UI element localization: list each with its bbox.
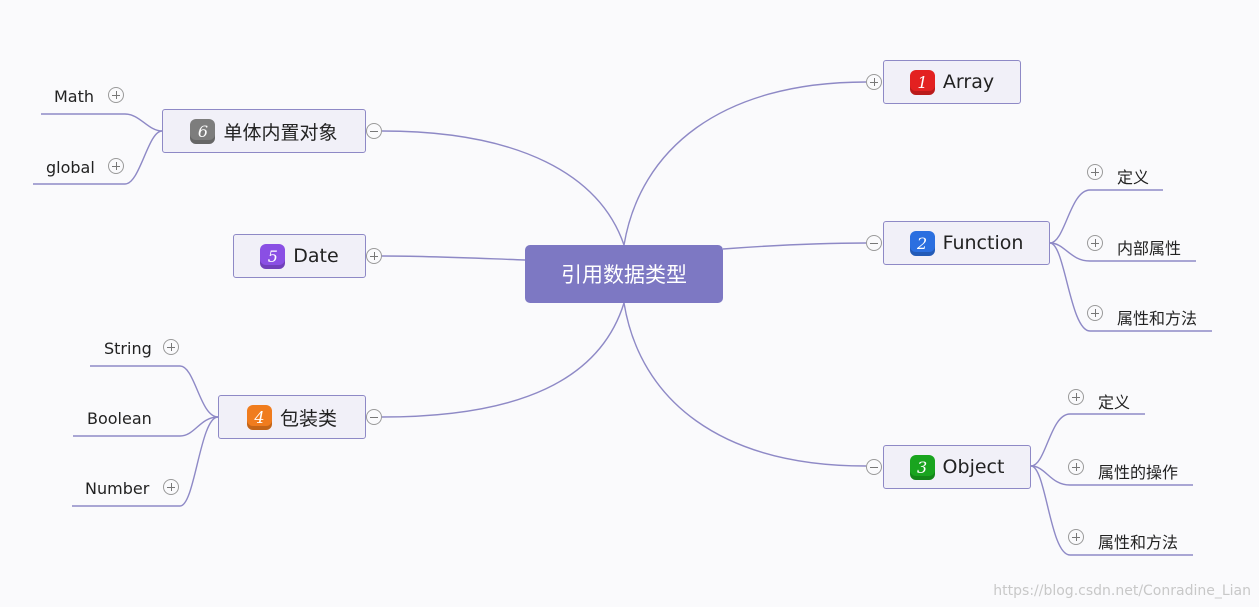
topic-wrapper[interactable]: 4 包装类: [218, 395, 366, 439]
topic-singleton[interactable]: 6 单体内置对象: [162, 109, 366, 153]
subtopic-function-definition[interactable]: 定义: [1117, 168, 1150, 187]
topic-label: Date: [293, 245, 339, 267]
topic-array[interactable]: 1 Array: [883, 60, 1021, 104]
connector-function: [722, 242, 867, 250]
topic-label: Function: [942, 232, 1024, 254]
expand-icon[interactable]: [163, 479, 179, 495]
expand-icon[interactable]: [1068, 389, 1084, 405]
topic-label: 单体内置对象: [223, 121, 338, 144]
subtopic-function-props-methods[interactable]: 属性和方法: [1117, 309, 1198, 328]
topic-label: Object: [942, 456, 1005, 478]
subtopic-global[interactable]: global: [46, 158, 95, 177]
watermark: https://blog.csdn.net/Conradine_Lian: [993, 583, 1251, 599]
connector-wrapper-child-3: [72, 416, 219, 507]
priority-4-icon: 4: [246, 404, 272, 430]
subtopic-string[interactable]: String: [104, 339, 152, 358]
subtopic-number[interactable]: Number: [85, 479, 150, 498]
priority-2-icon: 2: [909, 230, 935, 256]
expand-icon[interactable]: [1087, 164, 1103, 180]
collapse-icon[interactable]: [366, 123, 382, 139]
collapse-icon[interactable]: [866, 235, 882, 251]
connector-function-child-2: [1049, 242, 1196, 262]
subtopic-object-definition[interactable]: 定义: [1098, 393, 1131, 412]
topic-object[interactable]: 3 Object: [883, 445, 1031, 489]
connector-wrapper-child-1: [90, 365, 219, 418]
expand-icon[interactable]: [108, 158, 124, 174]
priority-6-icon: 6: [190, 118, 216, 144]
priority-5-icon: 5: [260, 243, 286, 269]
expand-icon[interactable]: [1087, 305, 1103, 321]
subtopic-function-internal-props[interactable]: 内部属性: [1117, 239, 1182, 258]
connector-date: [381, 255, 526, 261]
expand-icon[interactable]: [866, 74, 882, 90]
priority-3-icon: 3: [909, 454, 935, 480]
connector-object-child-3: [1030, 465, 1193, 556]
expand-icon[interactable]: [1068, 529, 1084, 545]
connector-singleton: [381, 130, 625, 246]
topic-label: Array: [942, 71, 995, 93]
expand-icon[interactable]: [366, 248, 382, 264]
expand-icon[interactable]: [108, 87, 124, 103]
center-topic[interactable]: 引用数据类型: [525, 245, 723, 303]
topic-function[interactable]: 2 Function: [883, 221, 1050, 265]
connector-object-child-2: [1030, 465, 1193, 486]
topic-label: 包装类: [279, 407, 337, 430]
subtopic-math[interactable]: Math: [54, 87, 95, 106]
connector-function-child-1: [1049, 189, 1163, 244]
connector-singleton-child-2: [33, 130, 163, 185]
collapse-icon[interactable]: [866, 459, 882, 475]
connector-array: [623, 81, 867, 246]
connector-singleton-child-1: [41, 113, 163, 132]
expand-icon[interactable]: [1068, 459, 1084, 475]
center-topic-label: 引用数据类型: [561, 263, 687, 287]
expand-icon[interactable]: [163, 339, 179, 355]
subtopic-object-prop-ops[interactable]: 属性的操作: [1098, 463, 1179, 482]
subtopic-object-props-methods[interactable]: 属性和方法: [1098, 533, 1179, 552]
connector-function-child-3: [1049, 242, 1212, 332]
connector-object: [623, 302, 867, 467]
expand-icon[interactable]: [1087, 235, 1103, 251]
connector-object-child-1: [1030, 413, 1145, 467]
connector-wrapper: [381, 302, 625, 418]
priority-1-icon: 1: [909, 69, 935, 95]
connector-wrapper-child-2: [73, 416, 219, 437]
collapse-icon[interactable]: [366, 409, 382, 425]
subtopic-boolean[interactable]: Boolean: [87, 409, 152, 428]
topic-date[interactable]: 5 Date: [233, 234, 366, 278]
